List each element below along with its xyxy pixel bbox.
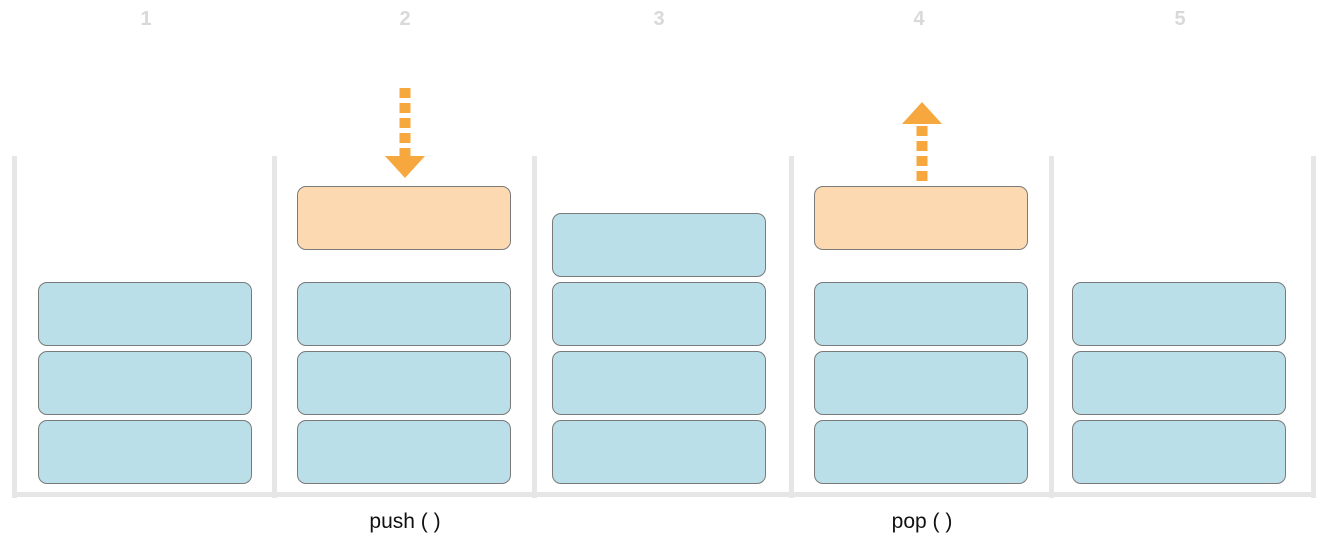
popped-block (814, 186, 1028, 250)
container-floor (12, 492, 1316, 497)
stack-block (38, 282, 252, 346)
stack-block (814, 282, 1028, 346)
push-operation-label: push ( ) (369, 510, 441, 533)
stack-block (552, 351, 766, 415)
stack-block (1072, 420, 1286, 484)
stack-block (297, 282, 511, 346)
divider-3-4 (789, 156, 794, 498)
stack-block (1072, 282, 1286, 346)
step-number-3: 3 (653, 8, 665, 30)
stack-block (38, 420, 252, 484)
divider-2-3 (532, 156, 537, 498)
stack-block (552, 420, 766, 484)
stack-block (297, 351, 511, 415)
divider-4-5 (1049, 156, 1054, 498)
container-wall-left (12, 156, 17, 498)
arrow-up-dashed-icon (902, 102, 942, 186)
step-number-1: 1 (140, 8, 152, 30)
stack-block (814, 351, 1028, 415)
stack-block-top (552, 213, 766, 277)
step-number-2: 2 (399, 8, 411, 30)
arrow-down-dashed-icon (385, 88, 425, 178)
pushed-block (297, 186, 511, 250)
stack-block (1072, 351, 1286, 415)
stack-block (297, 420, 511, 484)
container-wall-right (1311, 156, 1316, 498)
stack-block (552, 282, 766, 346)
stack-block (814, 420, 1028, 484)
step-number-4: 4 (913, 8, 925, 30)
divider-1-2 (272, 156, 277, 498)
stack-block (38, 351, 252, 415)
step-number-5: 5 (1174, 8, 1186, 30)
pop-operation-label: pop ( ) (891, 510, 953, 533)
